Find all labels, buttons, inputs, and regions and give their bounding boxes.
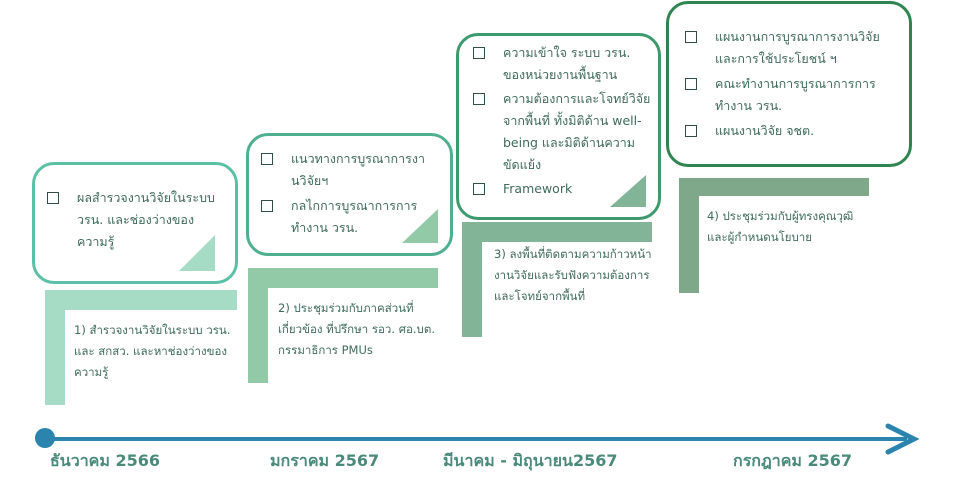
page-fold-icon [402, 209, 438, 243]
outcome-box-2: แนวทางการบูรณาการงานวิจัยฯ กลไกการบูรณาก… [246, 133, 453, 256]
outcome-item: แผนงานวิจัย จชต. [685, 120, 890, 142]
checkbox-icon [473, 93, 485, 105]
step-1-text: 1) สำรวจงานวิจัยในระบบ วรน. และ สกสว. แล… [74, 323, 231, 379]
outcome-box-3: ความเข้าใจ ระบบ วรน. ของหน่วยงานพื้นฐาน … [456, 33, 661, 220]
outcome-item: แนวทางการบูรณาการงานวิจัยฯ [261, 148, 437, 192]
checkbox-icon [685, 78, 697, 90]
timeline-date-2: มกราคม 2567 [270, 451, 380, 470]
outcome-item: แผนงานการบูรณาการงานวิจัยและการใช้ประโยช… [685, 26, 890, 70]
checkbox-icon [261, 153, 273, 165]
step-4-text: 4) ประชุมร่วมกับผู้ทรงคุณวุฒิและผู้กำหนด… [707, 209, 854, 244]
checkbox-icon [685, 125, 697, 137]
timeline-arrowhead-icon [885, 423, 920, 455]
checkbox-icon [47, 192, 59, 204]
step-3-shape [462, 222, 652, 337]
checkbox-icon [261, 200, 273, 212]
outcome-box-1: ผลสำรวจงานวิจัยในระบบ วรน. และช่องว่างขอ… [32, 162, 238, 284]
page-fold-icon [610, 175, 646, 207]
outcome-item: กลไกการบูรณาการการทำงาน วรน. [261, 195, 437, 239]
page-fold-icon [179, 235, 215, 271]
outcome-item: Framework [473, 178, 651, 200]
checkbox-icon [473, 47, 485, 59]
step-2-shape [248, 268, 438, 383]
outcome-item: ความต้องการและโจทย์วิจัยจากพื้นที่ ทั้งม… [473, 88, 651, 176]
timeline-date-3: มีนาคม - มิถุนายน2567 [443, 451, 618, 470]
outcome-item: คณะทำงานการบูรณาการการทำงาน วรน. [685, 73, 890, 117]
outcome-item: ความเข้าใจ ระบบ วรน. ของหน่วยงานพื้นฐาน [473, 42, 651, 86]
timeline-date-1: ธันวาคม 2566 [50, 451, 161, 470]
step-2-text: 2) ประชุมร่วมกับภาคส่วนที่เกี่ยวข้อง ที่… [278, 301, 435, 357]
step-1-shape [45, 290, 237, 405]
checkbox-icon [473, 183, 485, 195]
outcome-box-4: แผนงานการบูรณาการงานวิจัยและการใช้ประโยช… [666, 1, 912, 167]
outcome-item: ผลสำรวจงานวิจัยในระบบ วรน. และช่องว่างขอ… [47, 187, 223, 253]
timeline-axis [45, 437, 907, 441]
timeline-date-4: กรกฎาคม 2567 [733, 451, 853, 470]
checkbox-icon [685, 31, 697, 43]
step-3-text: 3) ลงพื้นที่ติดตามความก้าวหน้างานวิจัยแล… [494, 247, 652, 303]
timeline-start-dot [35, 428, 55, 448]
step-4-shape [679, 178, 869, 293]
